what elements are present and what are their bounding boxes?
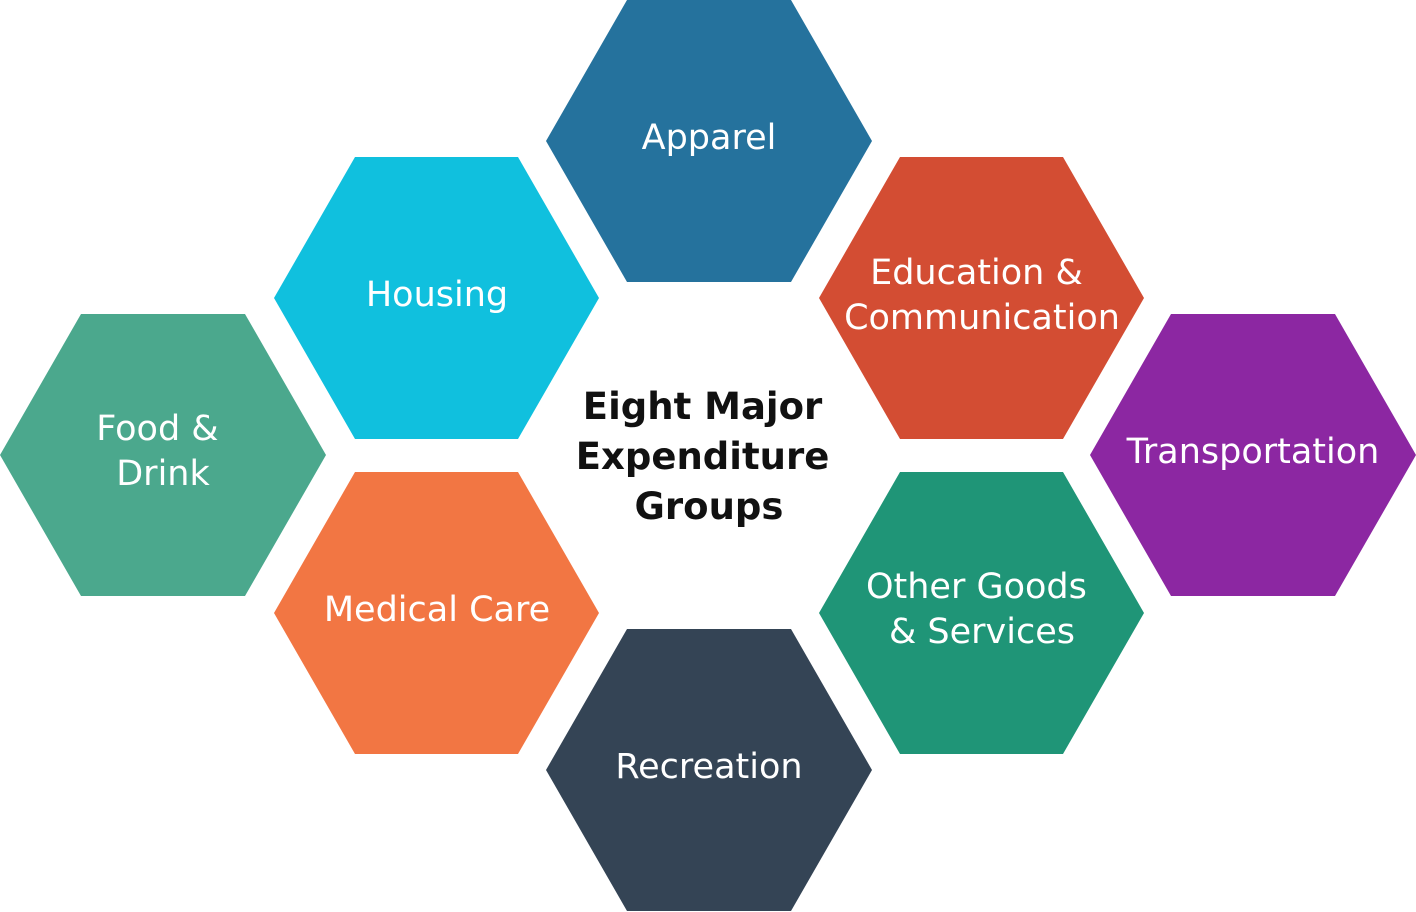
hex-other-goods-services: Other Goods & Services: [819, 472, 1144, 754]
hex-medical-care: Medical Care: [274, 472, 599, 754]
hex-medical-care-shape: [274, 472, 599, 754]
center-title-line-1: Eight Major: [583, 385, 823, 428]
hex-medical-care-label: Medical Care: [324, 590, 550, 630]
hex-food-drink-shape: [0, 314, 326, 596]
hex-food-drink: Food & Drink: [0, 314, 326, 596]
hex-recreation-shape: [546, 629, 872, 911]
center-title: Eight Major Expenditure Groups: [576, 385, 843, 528]
hex-food-drink-label: Food & Drink: [96, 409, 230, 494]
hex-transportation: Transportation: [1090, 314, 1416, 596]
hex-apparel: Apparel: [546, 0, 872, 282]
hex-education-communication-shape: [819, 157, 1144, 439]
hex-other-goods-services-label: Other Goods & Services: [866, 567, 1098, 652]
hex-recreation: Recreation: [546, 629, 872, 911]
center-title-line-3: Groups: [635, 485, 784, 528]
hex-housing-label: Housing: [366, 275, 508, 315]
hex-housing: Housing: [274, 157, 599, 439]
hex-housing-shape: [274, 157, 599, 439]
hex-other-goods-services-shape: [819, 472, 1144, 754]
center-title-line-2: Expenditure: [576, 435, 830, 478]
hex-transportation-shape: [1090, 314, 1416, 596]
hex-education-communication-label: Education & Communication: [844, 253, 1120, 338]
hex-education-communication: Education & Communication: [819, 157, 1144, 439]
hex-apparel-label: Apparel: [642, 118, 777, 158]
hex-transportation-label: Transportation: [1126, 432, 1380, 472]
hex-apparel-shape: [546, 0, 872, 282]
hex-recreation-label: Recreation: [615, 747, 802, 787]
